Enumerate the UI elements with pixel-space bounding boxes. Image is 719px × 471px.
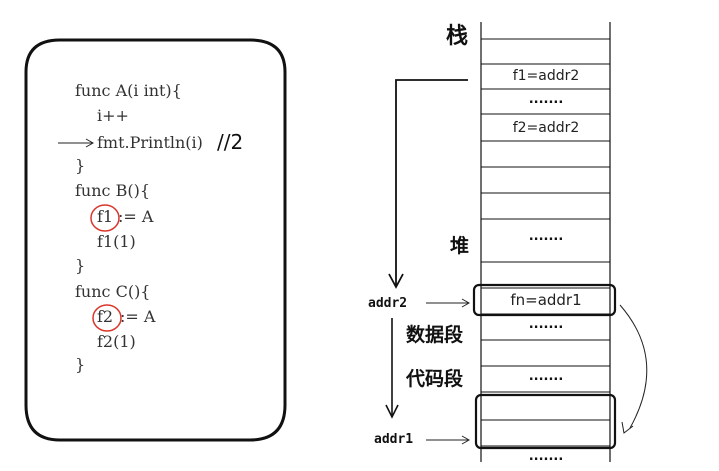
heap-label: 堆: [450, 235, 470, 257]
code-panel-border: [24, 38, 287, 442]
output-annotation: //2: [217, 130, 244, 154]
addr2-pointer-head: [461, 298, 471, 308]
code-assign-f1: := A: [118, 207, 154, 226]
fn-to-code-curve-head: [621, 421, 634, 434]
heap-cell-ellipsis: .......: [528, 229, 564, 244]
f1-highlight-circle: [90, 204, 120, 232]
code-segment-label: 代码段: [406, 368, 464, 390]
addr1-pointer-head: [461, 435, 471, 445]
heap-cell-fn: fn=addr1: [510, 291, 582, 309]
addr1-block-highlight: [474, 393, 617, 450]
code-line-close-a: }: [75, 156, 86, 175]
stack-cell-ellipsis: .......: [528, 92, 564, 107]
stack-to-addr2-arrowhead: [388, 273, 404, 289]
addr1-label: addr1: [374, 432, 414, 447]
stack-label: 栈: [446, 24, 469, 49]
code-line-call-f2: f2(1): [97, 332, 136, 351]
stack-cell-f1: f1=addr2: [512, 68, 580, 84]
bottom-cell-ellipsis: .......: [528, 449, 564, 464]
f2-highlight-circle: [92, 304, 122, 332]
code-var-f2: f2: [97, 307, 114, 326]
code-line-func-a: func A(i int){: [75, 81, 182, 100]
code-cell-ellipsis: .......: [528, 369, 564, 384]
addr2-to-addr1-arrowhead: [385, 404, 399, 419]
code-line-call-f1: f1(1): [97, 232, 136, 251]
code-line-close-c: }: [75, 355, 86, 374]
stack-to-addr2-arrow: [395, 79, 468, 285]
code-line-func-b: func B(){: [75, 181, 150, 200]
code-assign-f2: := A: [120, 307, 156, 326]
code-line-func-c: func C(){: [75, 282, 151, 301]
code-line-increment: i++: [97, 106, 129, 125]
data-segment-label: 数据段: [406, 324, 464, 346]
current-line-arrowhead: [85, 138, 95, 148]
addr2-label: addr2: [368, 296, 408, 311]
code-line-println: fmt.Println(i): [97, 133, 203, 152]
stack-cell-f2: f2=addr2: [512, 120, 580, 136]
fn-cell-highlight: [472, 283, 617, 317]
fn-to-code-curve: [619, 304, 648, 429]
code-var-f1: f1: [97, 207, 114, 226]
code-line-close-b: }: [75, 256, 86, 275]
memory-row-lines: [481, 38, 610, 447]
data-cell-ellipsis: .......: [528, 317, 564, 332]
